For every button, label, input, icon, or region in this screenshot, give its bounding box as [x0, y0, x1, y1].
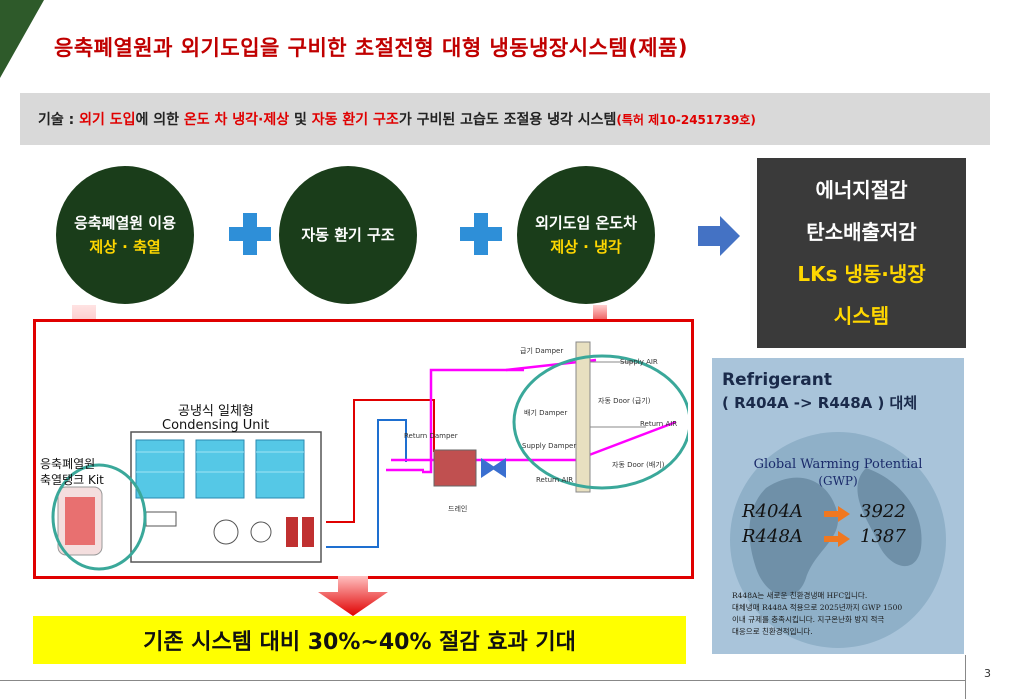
result-line3: LKs 냉동·냉장 — [797, 262, 926, 286]
footer-divider — [0, 680, 965, 681]
unit-label-1: 공냉식 일체형 — [178, 404, 254, 419]
gwp-value-1: 3922 — [860, 501, 906, 522]
tech-description: 기술 : 외기 도입에 의한 온도 차 냉각·제상 및 자동 환기 구조가 구비… — [38, 109, 756, 129]
tech-patent: (특허 제10-2451739호) — [616, 113, 756, 127]
plus-icon — [229, 213, 271, 255]
circle-3-line1: 외기도입 온도차 — [535, 214, 637, 232]
plus-icon — [460, 213, 502, 255]
label-door-2: 자동 Door (배기) — [612, 461, 665, 469]
circle-2-line1: 자동 환기 구조 — [301, 226, 395, 244]
label-drain: 드레인 — [448, 505, 468, 513]
tank-label-1: 응축폐열원 — [40, 457, 96, 471]
tech-keyword-3: 자동 환기 구조 — [311, 112, 399, 128]
result-line2: 탄소배출저감 — [806, 220, 917, 244]
refrigerant-note: R448A는 새로운 친환경냉매 HFC입니다. 대체냉매 R448A 적용으로… — [732, 590, 902, 638]
feature-circle-waste-heat: 응축폐열원 이용 제상 · 축열 — [56, 166, 194, 304]
gwp-title: Global Warming Potential — [753, 457, 923, 472]
label-return-air: Return AIR — [640, 420, 678, 428]
label-door-1: 자동 Door (급기) — [598, 397, 651, 405]
footer-divider-vertical — [965, 655, 966, 699]
unit-label-2: Condensing Unit — [162, 418, 270, 433]
page-title: 응축폐열원과 외기도입을 구비한 초절전형 대형 냉동냉장시스템(제품) — [54, 36, 689, 60]
result-box: 에너지절감 탄소배출저감 LKs 냉동·냉장 시스템 — [757, 158, 966, 348]
note-line-1: R448A는 새로운 친환경냉매 HFC입니다. — [732, 591, 868, 600]
label-damper-mid: 배기 Damper — [524, 409, 568, 417]
feature-circle-ventilation: 자동 환기 구조 — [279, 166, 417, 304]
tech-keyword-1: 외기 도입 — [79, 112, 136, 128]
tech-bar — [20, 93, 990, 145]
tech-text-1: 에 의한 — [135, 112, 184, 128]
note-line-3: 이내 규제를 충족시킵니다. 지구온난화 방지 적극 — [732, 615, 885, 624]
savings-banner: 기존 시스템 대비 30%~40% 절감 효과 기대 — [33, 616, 686, 664]
label-return-air-2: Return AIR — [536, 476, 574, 484]
down-arrow-icon — [318, 576, 388, 616]
system-diagram-drawing — [51, 341, 688, 571]
label-damper-top: 급기 Damper — [520, 347, 564, 355]
refrigerant-title-2: ( R404A -> R448A ) 대체 — [722, 394, 918, 412]
refrigerant-name-2: R448A — [742, 526, 803, 547]
tech-text-2: 및 — [289, 112, 312, 128]
page-number: 3 — [984, 667, 991, 680]
circle-1-line2: 제상 · 축열 — [89, 238, 161, 256]
label-supply-damper: Supply Damper — [522, 442, 577, 450]
circle-3-line2: 제상 · 냉각 — [550, 238, 622, 256]
tank-label-2: 축열탱크 Kit — [40, 473, 104, 487]
label-supply-air: Supply AIR — [620, 358, 658, 366]
gwp-abbr: (GWP) — [818, 474, 858, 488]
result-line1: 에너지절감 — [815, 178, 908, 202]
refrigerant-panel: Refrigerant ( R404A -> R448A ) 대체 Global… — [712, 358, 964, 654]
circle-1-line1: 응축폐열원 이용 — [74, 214, 176, 232]
tech-prefix: 기술 : — [38, 112, 80, 128]
tech-text-3: 가 구비된 고습도 조절용 냉각 시스템 — [398, 112, 617, 128]
arrow-right-icon — [824, 506, 850, 522]
feature-circle-outside-air: 외기도입 온도차 제상 · 냉각 — [517, 166, 655, 304]
gwp-value-2: 1387 — [860, 526, 906, 547]
note-line-2: 대체냉매 R448A 적용으로 2025년까지 GWP 1500 — [732, 603, 903, 612]
arrow-right-icon — [824, 531, 850, 547]
corner-decoration — [0, 0, 44, 78]
note-line-4: 대응으로 친환경적입니다. — [732, 627, 813, 636]
result-line4: 시스템 — [833, 304, 890, 328]
refrigerant-name-1: R404A — [742, 501, 803, 522]
label-return-damper: Return Damper — [404, 432, 458, 440]
arrow-right-icon — [698, 216, 740, 256]
tech-keyword-2: 온도 차 냉각·제상 — [183, 112, 290, 128]
refrigerant-title-1: Refrigerant — [722, 370, 833, 390]
